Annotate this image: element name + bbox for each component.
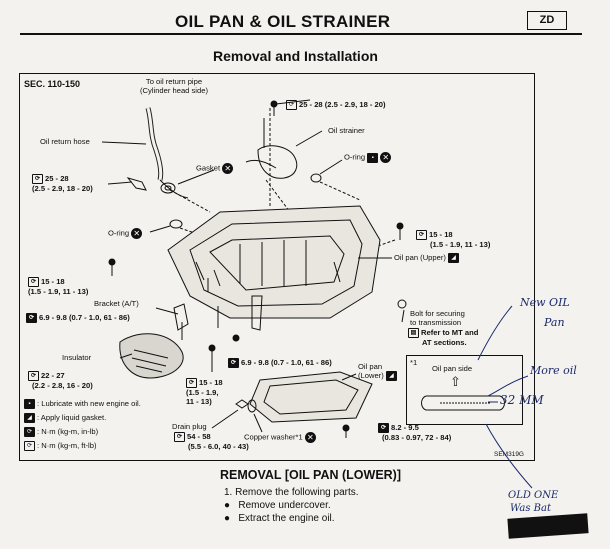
- callout-insulator: Insulator: [62, 353, 92, 362]
- liquid-gasket-icon: ◢: [385, 371, 397, 381]
- section-reference: SEC. 110-150: [24, 79, 81, 89]
- torque-left: ⟳25 - 28(2.5 - 2.9, 18 - 20): [32, 174, 93, 193]
- torque-icon: ⟳: [24, 427, 35, 437]
- torque-icon: ⟳: [228, 358, 239, 368]
- inset-mark: *1: [410, 358, 418, 367]
- callout-return-hose: Oil return hose: [40, 137, 90, 146]
- lubricate-icon: ▪: [24, 399, 35, 409]
- o-ring-right-shape: [310, 173, 322, 183]
- callout-o-ring-left: O-ring ✕: [108, 228, 143, 239]
- replace-icon: ✕: [222, 163, 234, 174]
- legend-lubricate: ▪: Lubricate with new engine oil.: [24, 399, 141, 409]
- header-divider: [20, 33, 582, 35]
- section-badge: ZD: [527, 11, 567, 30]
- callout-bracket: Bracket (A/T): [94, 299, 139, 308]
- removal-heading: REMOVAL [OIL PAN (LOWER)]: [220, 468, 402, 482]
- legend-nm-ftlb: ⟳: N·m (kg-m, ft-lb): [24, 441, 96, 451]
- legend-nm-inlb: ⟳: N·m (kg-m, in-lb): [24, 427, 98, 437]
- oil-pan-upper-shape: [167, 205, 381, 319]
- liquid-gasket-icon: ◢: [448, 253, 460, 263]
- callout-gasket: Gasket ✕: [196, 163, 234, 174]
- callout-return-pipe: To oil return pipe (Cylinder head side): [140, 77, 208, 95]
- figure-id: SEM319G: [494, 451, 524, 458]
- replace-icon: ✕: [380, 152, 392, 163]
- handwritten-pan: Pan: [544, 316, 565, 329]
- gasket-ring: [160, 182, 176, 194]
- handwritten-old-one: OLD ONE: [508, 490, 559, 501]
- handwritten-was-bad: Was Bat: [510, 503, 552, 514]
- torque-right: ⟳15 - 18(1.5 - 1.9, 11 - 13): [416, 230, 490, 249]
- page-title: OIL PAN & OIL STRAINER: [175, 12, 391, 31]
- torque-icon: ⟳: [26, 313, 37, 323]
- torque-icon: ⟳: [24, 441, 35, 451]
- callout-drain-plug: Drain plug: [172, 422, 207, 431]
- torque-center: ⟳6.9 - 9.8 (0.7 - 1.0, 61 - 86): [228, 358, 332, 368]
- callout-oil-pan-lower: Oil pan(Lower) ◢: [358, 362, 399, 381]
- removal-step-1: 1. Remove the following parts.: [224, 487, 359, 498]
- insulator-shape: [119, 333, 184, 379]
- callout-copper-washer: Copper washer*1 ✕: [244, 432, 316, 443]
- handwritten-more-oil: More oil: [530, 364, 577, 377]
- removal-bullet-2: ● Extract the engine oil.: [224, 513, 335, 524]
- inset-detail-box: [406, 355, 523, 425]
- copper-washer-shape: [247, 399, 257, 413]
- o-ring-left-shape: [169, 219, 183, 229]
- torque-icon: ⟳: [286, 100, 297, 110]
- callout-o-ring-right: O-ring ▪✕: [344, 152, 392, 163]
- bracket-shape: [173, 303, 189, 331]
- legend-gasket: ◢: Apply liquid gasket.: [24, 413, 106, 423]
- torque-drain: ⟳54 - 58(5.5 - 6.0, 40 - 43): [174, 432, 249, 451]
- torque-top: ⟳25 - 28 (2.5 - 2.9, 18 - 20): [286, 100, 386, 110]
- handwritten-measurement: 32 MM: [500, 393, 544, 407]
- callout-oil-strainer: Oil strainer: [328, 126, 365, 135]
- replace-icon: ✕: [304, 432, 316, 443]
- oil-pan-lower-shape: [249, 371, 373, 423]
- torque-pan: ⟳8.2 - 9.5(0.83 - 0.97, 72 - 84): [378, 423, 451, 442]
- removal-bullet-1: ● Remove undercover.: [224, 500, 331, 511]
- handwritten-new-oil: New OIL: [520, 296, 570, 309]
- torque-bracket: ⟳6.9 - 9.8 (0.7 - 1.0, 61 - 86): [26, 313, 130, 323]
- page-subtitle: Removal and Installation: [213, 48, 378, 64]
- lubricate-icon: ▪: [367, 152, 379, 163]
- liquid-gasket-icon: ◢: [24, 413, 35, 423]
- pipe-flange: [126, 177, 147, 191]
- torque-left-mid: ⟳15 - 18(1.5 - 1.9, 11 - 13): [28, 277, 89, 296]
- torque-lower: ⟳15 - 18(1.5 - 1.9,11 - 13): [186, 378, 223, 406]
- oil-strainer-shape: [257, 118, 298, 179]
- replace-icon: ✕: [131, 228, 143, 239]
- arrow-up-icon: ⇧: [450, 374, 461, 389]
- torque-insulator: ⟳22 - 27(2.2 - 2.8, 16 - 20): [28, 371, 93, 390]
- diagram-frame: [19, 73, 535, 461]
- inset-label: Oil pan side: [432, 364, 473, 373]
- callout-oil-pan-upper: Oil pan (Upper) ◢: [394, 253, 461, 263]
